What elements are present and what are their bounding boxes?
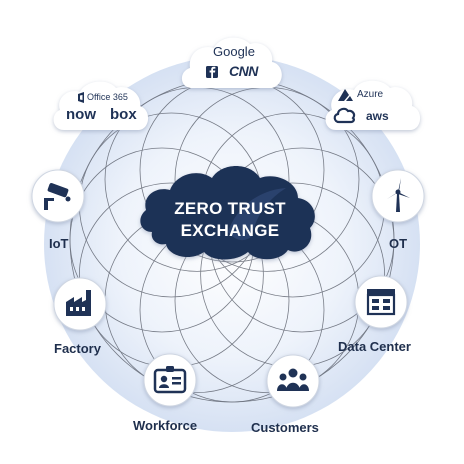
node-iot — [31, 169, 85, 223]
azure-logo: Azure — [357, 89, 384, 100]
factory-icon — [66, 290, 91, 316]
gcp-icon — [333, 107, 356, 124]
center-title-line1: ZERO TRUST — [174, 199, 286, 218]
node-customers — [266, 354, 320, 408]
node-circles — [31, 169, 425, 408]
node-workforce — [143, 353, 197, 407]
factory-label: Factory — [54, 341, 101, 356]
wind-turbine-icon — [387, 178, 410, 212]
datacenter-circle — [354, 275, 408, 329]
zero-trust-exchange-label: ZERO TRUST EXCHANGE — [150, 198, 310, 242]
ot-label: OT — [389, 236, 408, 251]
facebook-icon — [206, 66, 218, 78]
google-logo: Google — [213, 44, 255, 59]
zero-trust-exchange-cloud — [140, 166, 315, 260]
center-title-line2: EXCHANGE — [180, 221, 280, 240]
iot-label: IoT — [49, 236, 69, 251]
azure-icon — [338, 89, 353, 101]
customers-label: Customers — [251, 420, 319, 435]
cloud-provider-cloud-right — [325, 80, 421, 130]
workforce-circle — [143, 353, 197, 407]
customers-circle — [266, 354, 320, 408]
iot-circle — [31, 169, 85, 223]
office365-logo: Office 365 — [87, 92, 128, 102]
office-icon — [78, 92, 84, 103]
people-icon — [277, 368, 309, 391]
servicenow-logo: now — [66, 106, 96, 123]
saas-cloud-left — [53, 81, 149, 130]
cnn-logo: CNN — [229, 63, 258, 79]
node-datacenter — [354, 275, 408, 329]
data-center-label: Data Center — [338, 339, 411, 354]
id-badge-icon — [153, 366, 187, 394]
aws-logo: aws — [366, 109, 389, 123]
box-logo: box — [110, 106, 137, 123]
workforce-label: Workforce — [133, 418, 198, 433]
data-center-icon — [366, 289, 396, 316]
security-camera-icon — [44, 183, 71, 210]
